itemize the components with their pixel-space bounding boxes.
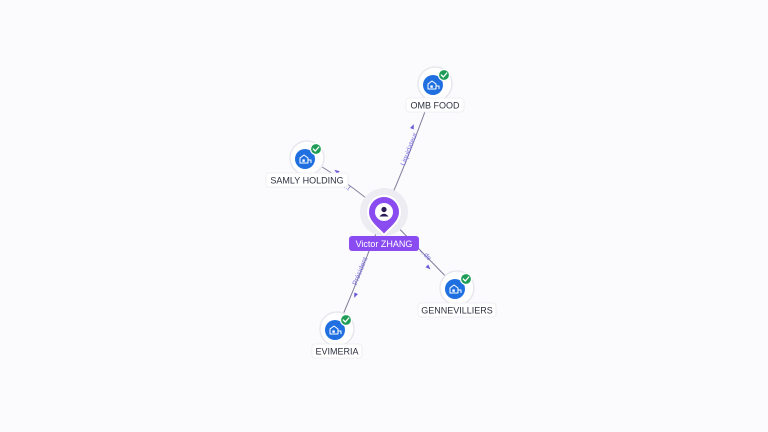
person-name-tag <box>349 236 419 251</box>
company-node-genne[interactable]: GENNEVILLIERS <box>417 270 497 318</box>
company-node-omb[interactable]: OMB FOOD <box>405 66 465 113</box>
person-node[interactable]: Victor ZHANG <box>349 188 419 251</box>
edge-label: Président <box>352 256 370 286</box>
edge-arrow-icon <box>410 124 414 130</box>
node-label-box <box>265 172 349 188</box>
person-icon <box>379 206 389 217</box>
company-disc <box>295 149 315 169</box>
company-node-evimeria[interactable]: EVIMERIA <box>311 311 363 359</box>
node-label-box <box>417 302 497 318</box>
company-name: OMB FOOD <box>411 101 460 111</box>
building-icon <box>449 284 462 294</box>
edge-arrow-icon <box>354 292 358 298</box>
building-icon <box>427 80 440 90</box>
building-icon <box>329 325 342 335</box>
company-disc <box>423 75 443 95</box>
building-icon <box>299 154 312 164</box>
company-name: EVIMERIA <box>315 347 358 357</box>
company-name: SAMLY HOLDING <box>270 176 343 186</box>
verified-check-icon <box>459 272 473 286</box>
edge-label: Liquidateur <box>400 131 419 166</box>
company-disc <box>325 320 345 340</box>
company-node-samly[interactable]: SAMLY HOLDING <box>265 140 349 188</box>
verified-check-icon <box>339 313 353 327</box>
person-name: Victor ZHANG <box>356 239 413 249</box>
edge-arrow-icon <box>334 169 340 175</box>
verified-check-icon <box>309 142 323 156</box>
edge-arrow-icon <box>425 264 431 270</box>
nodes-layer: OMB FOOD SAMLY HOLDING GENNEVILLIERS EVIMER… <box>265 66 497 359</box>
verified-check-icon <box>437 68 451 82</box>
node-label-box <box>405 97 465 113</box>
node-label-box <box>311 343 363 359</box>
edge-label: ..t <box>342 183 351 192</box>
company-name: GENNEVILLIERS <box>421 306 493 316</box>
company-disc <box>445 279 465 299</box>
